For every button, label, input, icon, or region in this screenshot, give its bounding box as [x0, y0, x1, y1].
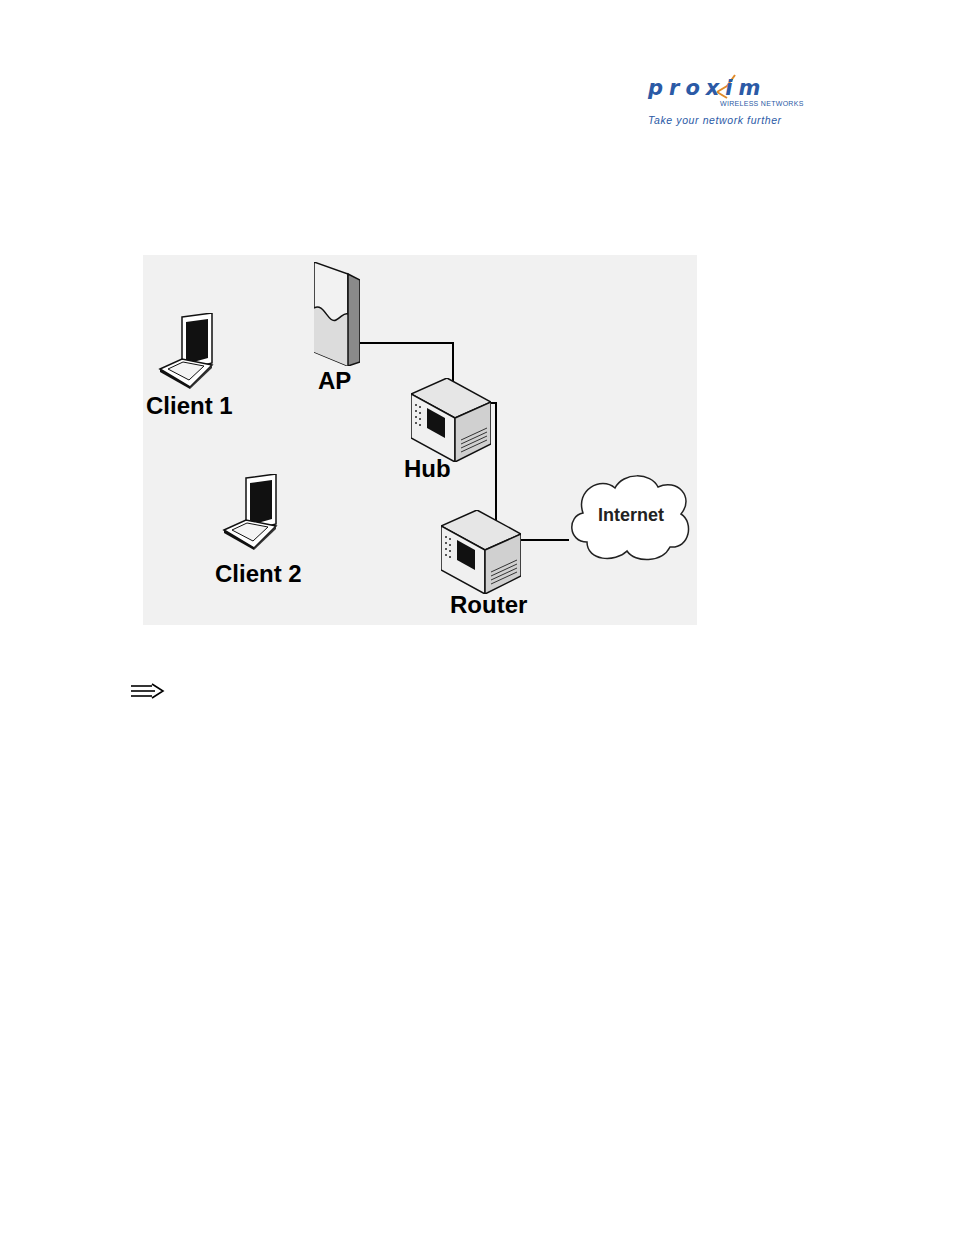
- device-label: Hub: [404, 456, 451, 482]
- device-label: Client 2: [215, 561, 302, 587]
- laptop-client-figure: [224, 474, 276, 550]
- internet-cloud: Internet: [565, 470, 693, 562]
- router-device: Router: [441, 510, 521, 594]
- laptop-client-icon: [158, 313, 214, 389]
- access-point-figure: [314, 262, 360, 366]
- device-label: Router: [450, 592, 527, 618]
- laptop-client: Client 2: [222, 474, 278, 550]
- router-device-figure: [441, 510, 521, 594]
- device-label: AP: [318, 368, 351, 394]
- logo-wordmark: proxim: [648, 76, 766, 100]
- access-point-icon: [314, 262, 360, 366]
- network-cable: [520, 539, 569, 541]
- device-label: Client 1: [146, 393, 233, 419]
- cloud-outline: [572, 476, 689, 560]
- logo-subtitle: WIRELESS NETWORKS: [720, 100, 804, 107]
- hub-device-figure: [411, 378, 491, 462]
- access-point: AP: [314, 262, 360, 366]
- diagram-ground: [143, 255, 697, 625]
- router-device-icon: [441, 510, 521, 594]
- laptop-client: Client 1: [158, 313, 214, 389]
- cloud-label: Internet: [598, 506, 664, 526]
- hub-device: Hub: [411, 378, 491, 462]
- laptop-client-figure: [160, 313, 212, 389]
- hub-device-icon: [411, 378, 491, 462]
- note-icon: [131, 684, 163, 698]
- logo-tagline: Take your network further: [648, 114, 782, 126]
- laptop-client-icon: [222, 474, 278, 550]
